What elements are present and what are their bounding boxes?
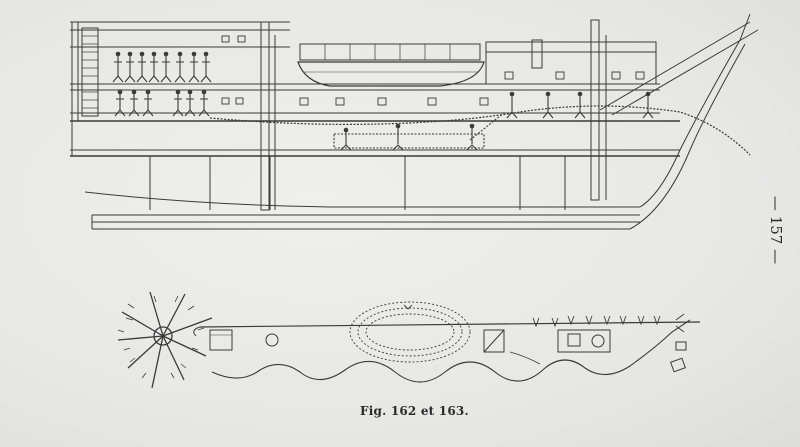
ship-section-figure: [70, 13, 759, 230]
figure-caption: Fig. 162 et 163.: [360, 404, 469, 418]
page-number: — 157 —: [767, 195, 785, 265]
trawl-plan-figure: [117, 291, 701, 389]
